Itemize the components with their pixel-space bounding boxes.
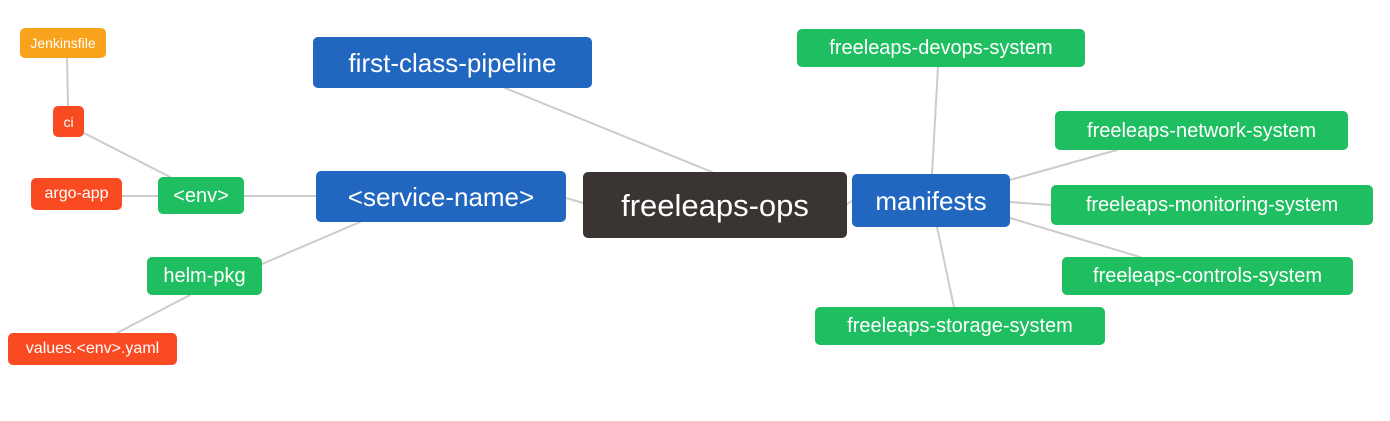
edge-ops-manifests <box>846 200 853 205</box>
node-label: manifests <box>875 185 987 216</box>
node-helm-pkg[interactable]: helm-pkg <box>147 257 262 295</box>
node-label: <env> <box>173 184 229 207</box>
node-label: freeleaps-storage-system <box>847 315 1073 337</box>
node-label: freeleaps-monitoring-system <box>1085 194 1339 216</box>
edge-jenkinsfile-ci <box>66 57 69 107</box>
node-controls[interactable]: freeleaps-controls-system <box>1062 257 1353 295</box>
edge-helm-pkg-service-name <box>261 221 361 265</box>
edge-manifests-storage <box>936 226 955 308</box>
node-devops[interactable]: freeleaps-devops-system <box>797 29 1085 67</box>
node-label: ci <box>63 113 74 130</box>
edge-service-name-ops <box>565 197 584 204</box>
node-values-yaml[interactable]: values.<env>.yaml <box>8 333 177 365</box>
node-pipeline[interactable]: first-class-pipeline <box>313 37 592 88</box>
node-storage[interactable]: freeleaps-storage-system <box>815 307 1105 345</box>
node-label: helm-pkg <box>163 265 246 287</box>
node-manifests[interactable]: manifests <box>852 174 1010 227</box>
node-label: freeleaps-controls-system <box>1093 265 1322 287</box>
node-label: freeleaps-ops <box>621 187 809 223</box>
node-argo-app[interactable]: argo-app <box>31 178 122 210</box>
edge-values-yaml-helm-pkg <box>116 294 191 334</box>
node-label: freeleaps-network-system <box>1087 119 1316 142</box>
node-env[interactable]: <env> <box>158 177 244 214</box>
node-network[interactable]: freeleaps-network-system <box>1055 111 1348 150</box>
edge-manifests-devops <box>931 66 939 175</box>
node-ci[interactable]: ci <box>53 106 84 137</box>
node-label: argo-app <box>44 185 109 202</box>
node-service-name[interactable]: <service-name> <box>316 171 566 222</box>
node-ops[interactable]: freeleaps-ops <box>583 172 847 238</box>
node-jenkinsfile[interactable]: Jenkinsfile <box>20 28 106 58</box>
edge-manifests-network <box>1009 149 1118 181</box>
node-label: <service-name> <box>347 181 535 212</box>
node-label: first-class-pipeline <box>348 47 557 78</box>
edge-pipeline-ops <box>504 87 713 173</box>
node-monitoring[interactable]: freeleaps-monitoring-system <box>1051 185 1373 225</box>
edge-ci-env <box>83 132 171 178</box>
node-label: freeleaps-devops-system <box>829 37 1053 59</box>
edge-manifests-monitoring <box>1009 201 1052 206</box>
node-label: Jenkinsfile <box>30 35 96 51</box>
edge-manifests-controls <box>1009 217 1141 258</box>
node-label: values.<env>.yaml <box>25 340 160 357</box>
